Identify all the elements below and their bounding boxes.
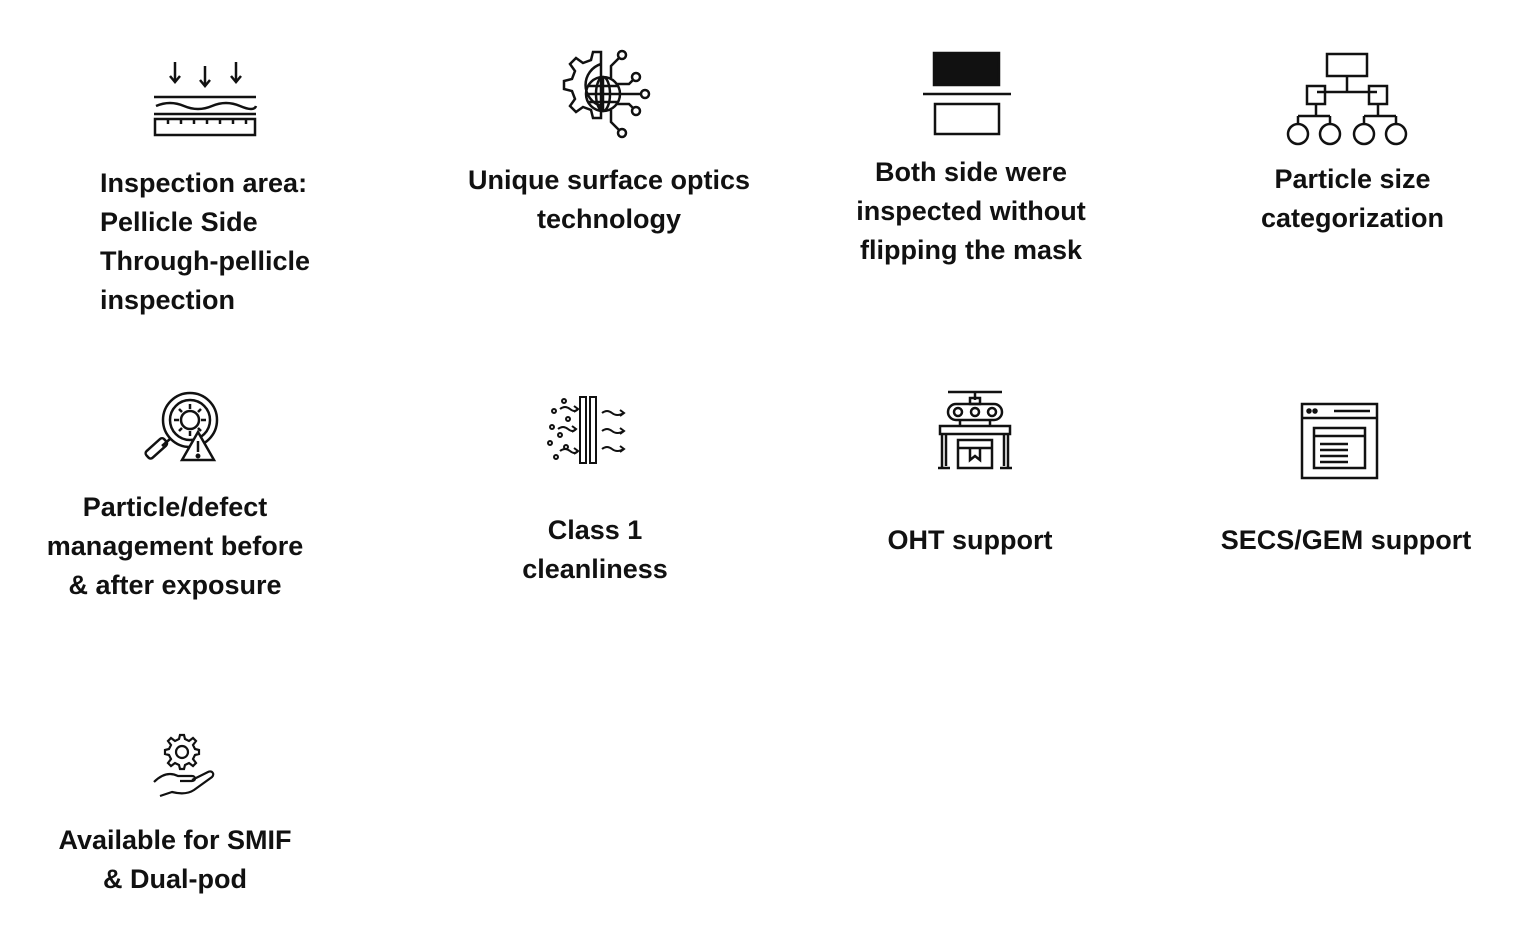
feature-label: SECS/GEM support [1205, 521, 1487, 560]
magnifier-warning-icon [140, 390, 220, 466]
label-line: management before [46, 531, 304, 561]
label-line: Both side were [874, 157, 1068, 187]
label-line: Available for SMIF [58, 825, 292, 855]
hand-gear-icon [152, 733, 218, 798]
label-line: & Dual-pod [103, 864, 247, 894]
overhead-transport-icon [936, 390, 1014, 472]
label-line: SECS/GEM support [1220, 525, 1472, 555]
feature-label: Unique surface optics technology [458, 161, 760, 239]
feature-label: Both side were inspected without flippin… [836, 153, 1106, 270]
label-line: categorization [1260, 203, 1445, 233]
label-line: inspected without [856, 196, 1086, 226]
label-line: inspection [100, 285, 236, 315]
feature-label: Particle/defect management before & afte… [30, 488, 320, 605]
feature-label: Particle size categorization [1220, 160, 1485, 238]
hierarchy-tree-icon [1285, 52, 1409, 150]
label-line: Through-pellicle [100, 246, 311, 276]
label-line: Class 1 [547, 515, 643, 545]
feature-label: Class 1 cleanliness [480, 511, 710, 589]
feature-label: Inspection area: Pellicle Side Through-p… [100, 164, 310, 320]
label-line: cleanliness [522, 554, 668, 584]
label-line: OHT support [887, 525, 1053, 555]
label-line: technology [536, 204, 681, 234]
label-line: Inspection area: [100, 168, 308, 198]
label-line: Unique surface optics [467, 165, 751, 195]
air-filter-icon [546, 395, 632, 467]
browser-window-icon [1300, 402, 1380, 480]
label-line: Particle size [1274, 164, 1431, 194]
gear-globe-icon [553, 44, 657, 144]
label-line: Pellicle Side [100, 207, 258, 237]
mask-both-sides-icon [922, 51, 1012, 136]
label-line: flipping the mask [859, 235, 1083, 265]
label-line: Particle/defect [82, 492, 268, 522]
label-line: & after exposure [68, 570, 282, 600]
pellicle-layer-icon [150, 60, 260, 140]
feature-label: Available for SMIF & Dual-pod [40, 821, 310, 899]
feature-label: OHT support [870, 521, 1070, 560]
